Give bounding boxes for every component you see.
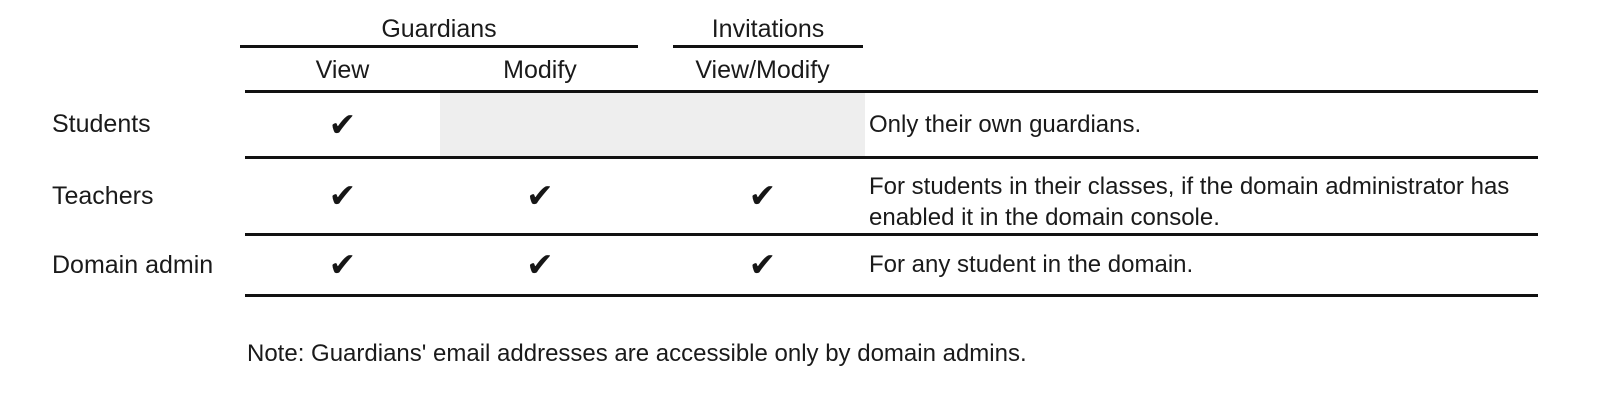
- cell-students-guardians-modify: [440, 93, 640, 156]
- table-row: Domain admin ✔ ✔ ✔ For any student in th…: [0, 236, 1600, 294]
- row-label-teachers: Teachers: [52, 182, 154, 210]
- table-rule-bottom: [245, 294, 1538, 297]
- cell-teachers-guardians-modify: ✔: [440, 159, 640, 233]
- cell-teachers-invitations-view-modify: ✔: [660, 159, 865, 233]
- cell-domain-admin-invitations-view-modify: ✔: [660, 236, 865, 294]
- cell-students-note: Only their own guardians.: [869, 111, 1142, 138]
- cell-domain-admin-guardians-modify: ✔: [440, 236, 640, 294]
- cell-domain-admin-guardians-view: ✔: [245, 236, 440, 294]
- cell-domain-admin-note: For any student in the domain.: [869, 251, 1194, 278]
- table-footnote: Note: Guardians' email addresses are acc…: [247, 340, 1027, 367]
- column-header-view-modify: View/Modify: [695, 56, 830, 84]
- check-icon: ✔: [328, 105, 357, 144]
- check-icon: ✔: [328, 245, 357, 284]
- group-rule-guardians: [240, 45, 638, 48]
- check-icon: ✔: [526, 245, 554, 284]
- group-header-invitations: Invitations: [711, 15, 825, 43]
- group-rule-invitations: [673, 45, 863, 48]
- row-label-students: Students: [52, 110, 151, 138]
- cell-teachers-note: For students in their classes, if the do…: [869, 173, 1510, 231]
- check-icon: ✔: [328, 176, 357, 215]
- table-rule-after-students: [245, 156, 1538, 159]
- check-icon: ✔: [748, 176, 777, 215]
- check-icon: ✔: [748, 245, 777, 284]
- shaded-unavailable-cell: [440, 93, 865, 156]
- row-label-domain-admin: Domain admin: [52, 251, 214, 279]
- check-icon: ✔: [526, 176, 554, 215]
- cell-students-guardians-view: ✔: [245, 93, 440, 157]
- table-row: Students ✔ Only their own guardians.: [0, 93, 1600, 156]
- group-header-guardians: Guardians: [381, 15, 497, 43]
- column-header-modify: Modify: [503, 56, 577, 84]
- cell-students-invitations-view-modify: [660, 93, 865, 156]
- column-header-row: View Modify View/Modify: [0, 54, 1600, 88]
- cell-teachers-guardians-view: ✔: [245, 159, 440, 233]
- table-row: Teachers ✔ ✔ ✔ For students in their cla…: [0, 159, 1600, 233]
- table-rule-top: [245, 90, 1538, 93]
- group-header-row: Guardians Invitations: [0, 12, 1600, 50]
- column-header-view: View: [315, 56, 370, 84]
- table-rule-after-teachers: [245, 233, 1538, 236]
